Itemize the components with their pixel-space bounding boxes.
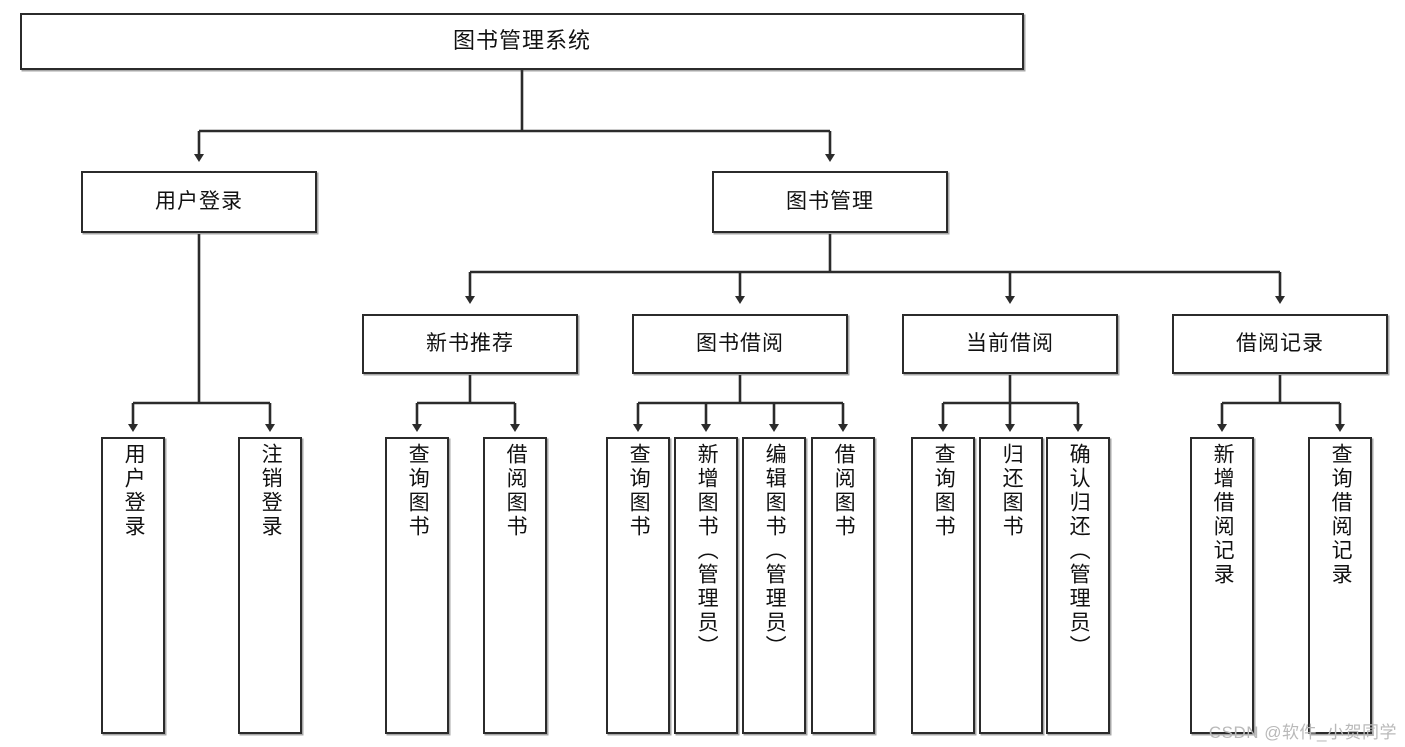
leaf-query-book-recommend[interactable]: 查询图书: [385, 437, 449, 734]
leaf-logout[interactable]: 注销登录: [238, 437, 302, 734]
node-book-management[interactable]: 图书管理: [712, 171, 948, 233]
node-borrow-record[interactable]: 借阅记录: [1172, 314, 1388, 374]
node-book-borrow[interactable]: 图书借阅: [632, 314, 848, 374]
leaf-borrow-book[interactable]: 借阅图书: [811, 437, 875, 734]
node-new-book-recommend[interactable]: 新书推荐: [362, 314, 578, 374]
leaf-query-borrow-record[interactable]: 查询借阅记录: [1308, 437, 1372, 734]
node-current-borrow[interactable]: 当前借阅: [902, 314, 1118, 374]
leaf-add-book-admin[interactable]: 新增图书（管理员）: [674, 437, 738, 734]
leaf-borrow-book-recommend[interactable]: 借阅图书: [483, 437, 547, 734]
leaf-user-login[interactable]: 用户登录: [101, 437, 165, 734]
watermark-text: CSDN @软件_小贺同学: [1208, 723, 1397, 742]
leaf-confirm-return-admin[interactable]: 确认归还（管理员）: [1046, 437, 1110, 734]
node-user-login[interactable]: 用户登录: [81, 171, 317, 233]
leaf-edit-book-admin[interactable]: 编辑图书（管理员）: [742, 437, 806, 734]
node-root-system[interactable]: 图书管理系统: [20, 13, 1024, 70]
leaf-query-book-borrow[interactable]: 查询图书: [606, 437, 670, 734]
leaf-add-borrow-record[interactable]: 新增借阅记录: [1190, 437, 1254, 734]
leaf-query-book-current[interactable]: 查询图书: [911, 437, 975, 734]
leaf-return-book[interactable]: 归还图书: [979, 437, 1043, 734]
